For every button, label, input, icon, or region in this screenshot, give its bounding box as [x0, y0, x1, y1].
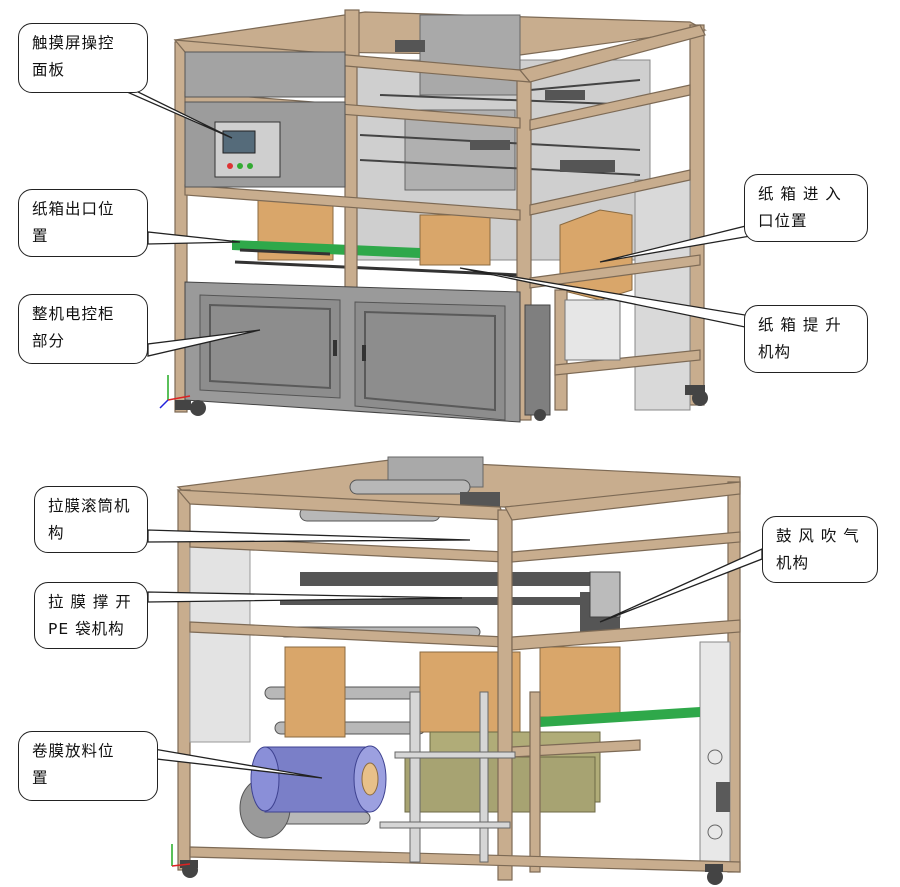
- callout-line: 置: [32, 227, 49, 245]
- callout-line: 拉 膜 撑 开: [48, 593, 132, 611]
- callout-line: 纸 箱 提 升: [758, 316, 842, 334]
- callout-air-blower: 鼓 风 吹 气 机构: [762, 516, 878, 583]
- callout-line: 整机电控柜: [32, 305, 115, 323]
- callout-line: 部分: [32, 332, 66, 350]
- callout-line: 构: [48, 524, 65, 542]
- callout-line: 口位置: [758, 212, 808, 230]
- callout-line: 机构: [758, 343, 792, 361]
- callout-film-roller: 拉膜滚筒机 构: [34, 486, 148, 553]
- callout-line: 纸 箱 进 入: [758, 185, 842, 203]
- callout-line: 面板: [32, 61, 66, 79]
- callout-line: 纸箱出口位: [32, 200, 115, 218]
- callout-box-lift: 纸 箱 提 升 机构: [744, 305, 868, 373]
- callout-line: 触摸屏操控: [32, 34, 115, 52]
- callout-line: 置: [32, 769, 49, 787]
- machine-front-view: 触摸屏操控 面板 纸箱出口位 置 整机电控柜 部分 纸 箱 进 入 口位置 纸 …: [0, 0, 900, 430]
- callout-line: 卷膜放料位: [32, 742, 115, 760]
- machine-front-illustration: [159, 9, 708, 423]
- callout-film-unwind: 卷膜放料位 置: [18, 731, 158, 801]
- callout-touch-panel: 触摸屏操控 面板: [18, 23, 148, 93]
- callout-line: 拉膜滚筒机: [48, 497, 131, 515]
- callout-line: 机构: [776, 554, 810, 572]
- callout-box-entry: 纸 箱 进 入 口位置: [744, 174, 868, 242]
- callout-electrical-cabinet: 整机电控柜 部分: [18, 294, 148, 364]
- callout-line: 鼓 风 吹 气: [776, 527, 860, 545]
- callout-film-bag-opener: 拉 膜 撑 开 PE 袋机构: [34, 582, 148, 649]
- callout-box-exit: 纸箱出口位 置: [18, 189, 148, 257]
- callout-line: PE 袋机构: [48, 620, 125, 638]
- machine-rear-view: 拉膜滚筒机 构 拉 膜 撑 开 PE 袋机构 卷膜放料位 置 鼓 风 吹 气 机…: [0, 452, 900, 887]
